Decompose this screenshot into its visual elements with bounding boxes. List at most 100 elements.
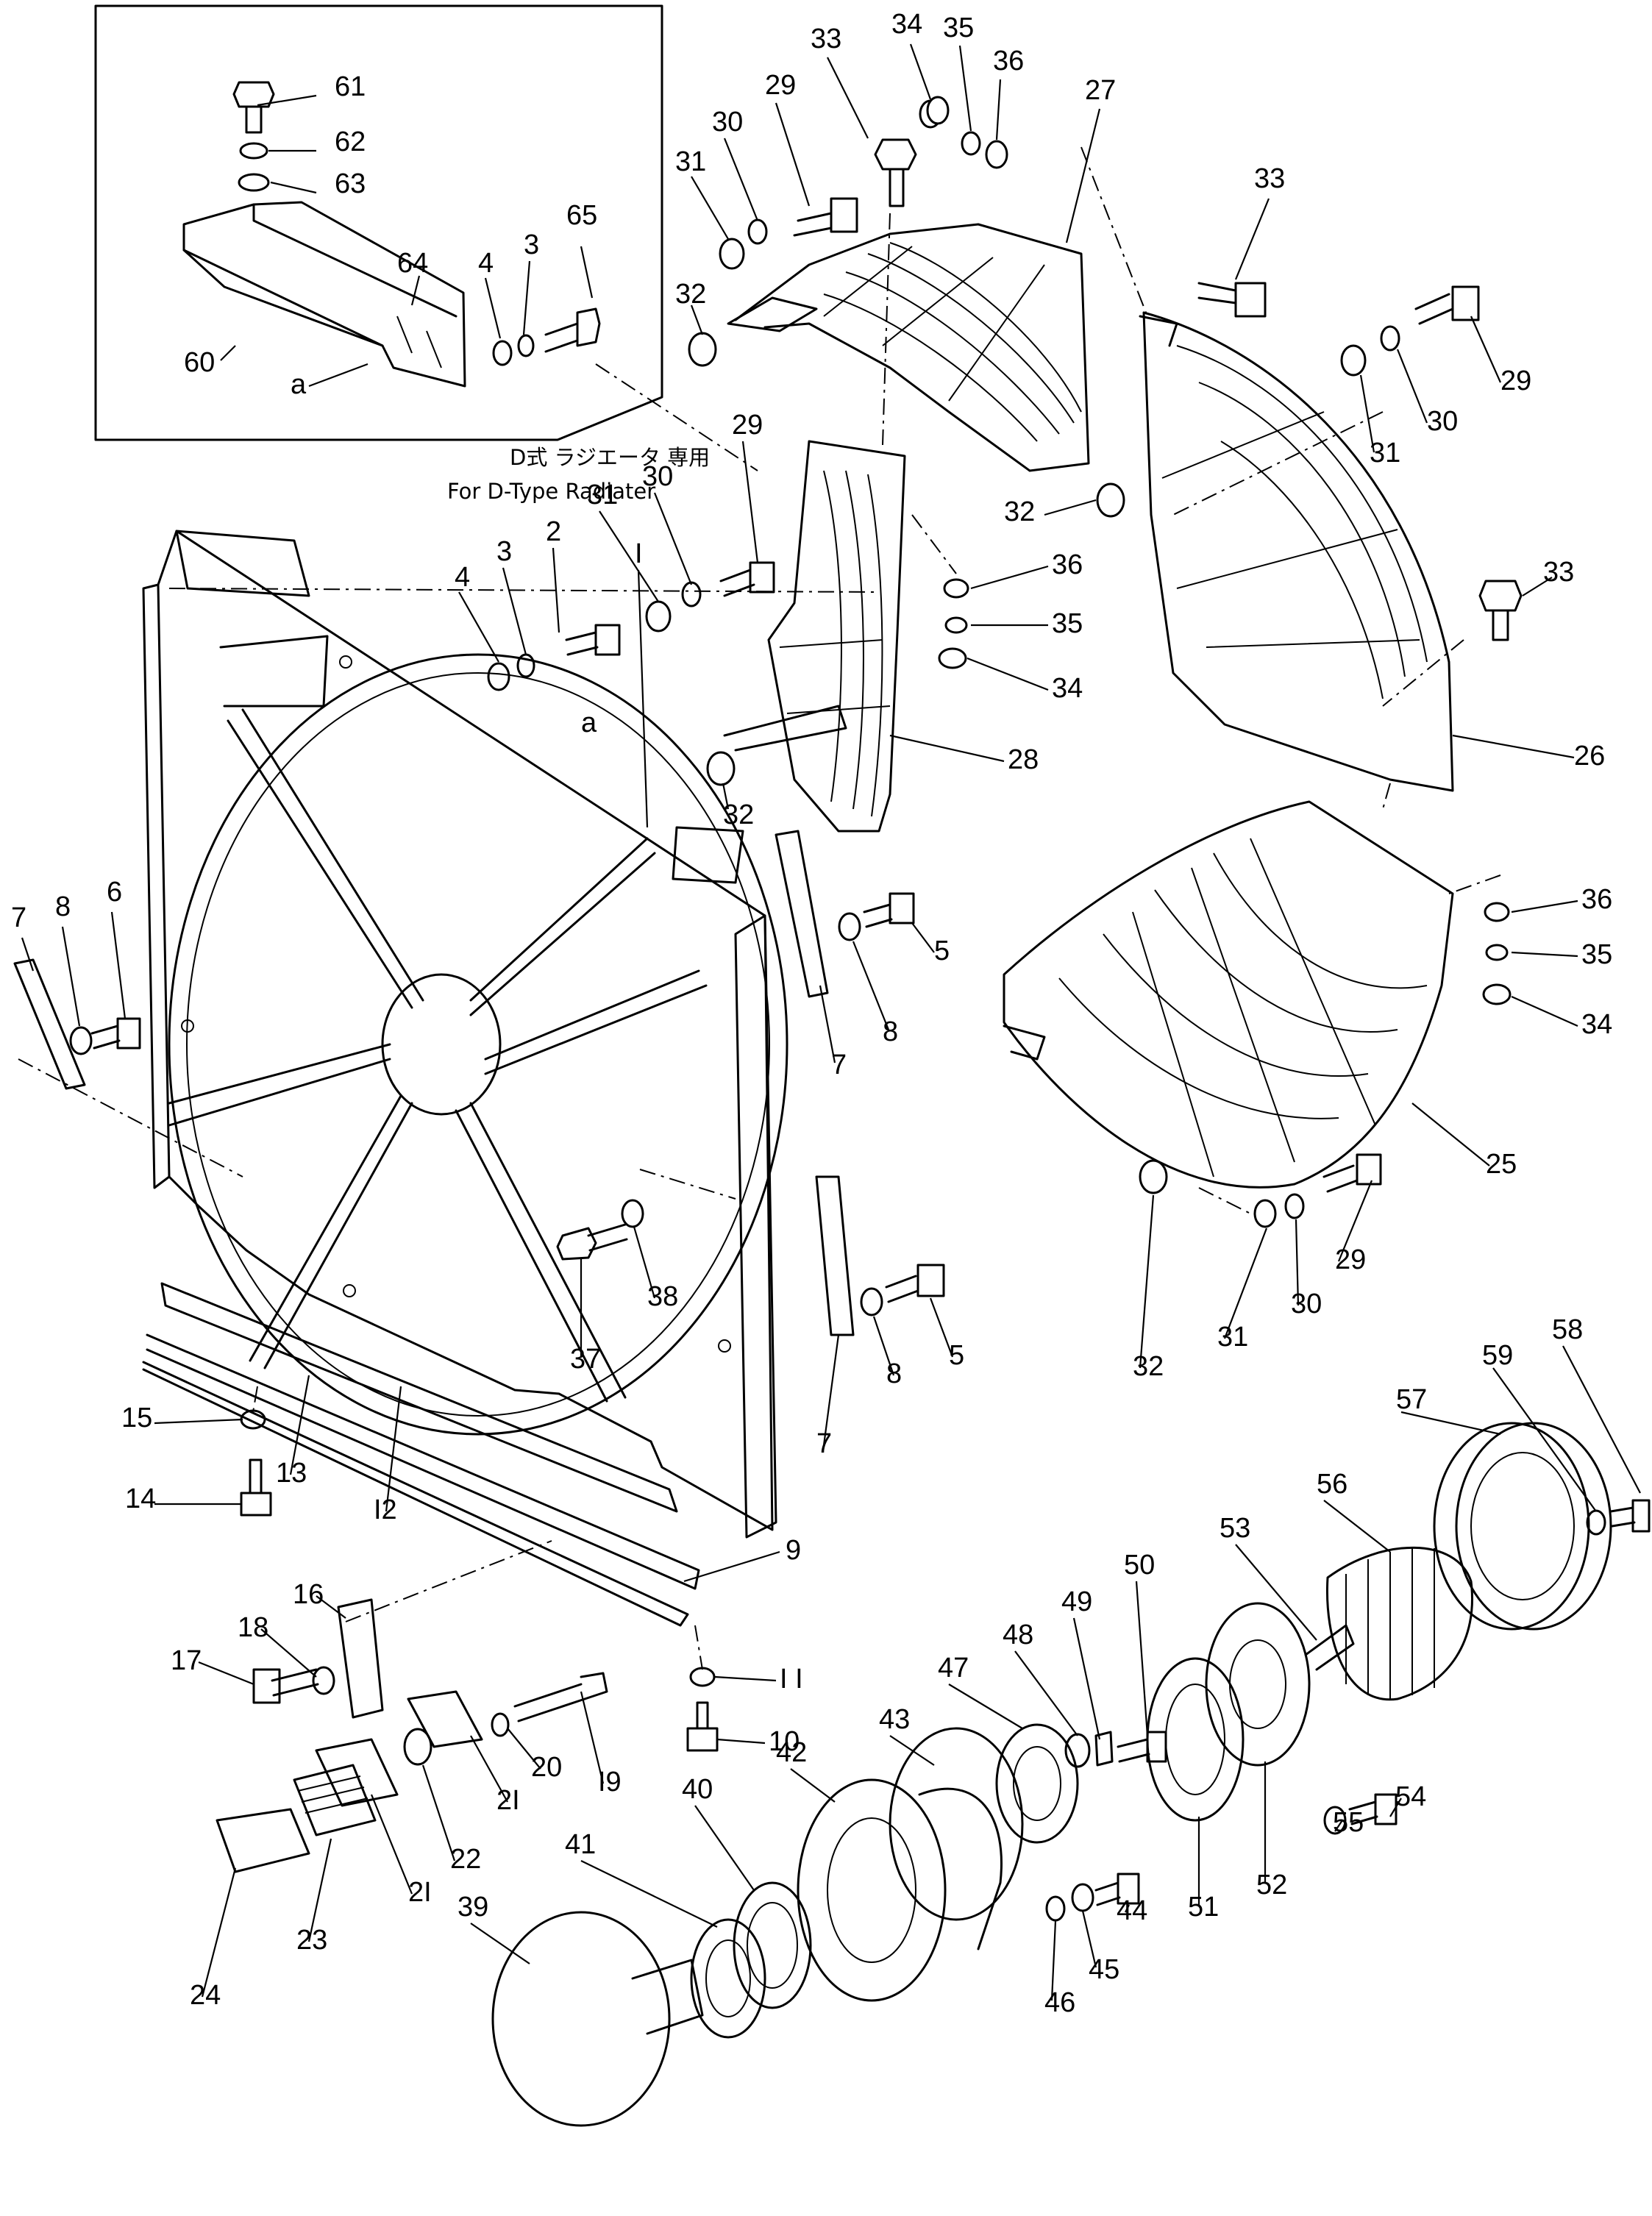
callout-c8a: 8 bbox=[55, 891, 71, 922]
callout-c19: I9 bbox=[598, 1767, 622, 1798]
fan-guard-26 bbox=[1139, 311, 1454, 792]
callout-c43: 43 bbox=[879, 1704, 910, 1735]
callout-c32d: 32 bbox=[1133, 1351, 1164, 1382]
fan-drive-assembly bbox=[491, 1422, 1651, 2127]
callout-c32b: 32 bbox=[1004, 496, 1035, 527]
callout-c28: 28 bbox=[1008, 744, 1039, 775]
fan-guard-25 bbox=[1003, 800, 1454, 1189]
callout-c34c: 34 bbox=[1581, 1009, 1612, 1040]
callout-c7a: 7 bbox=[11, 902, 26, 933]
callout-c49: 49 bbox=[1061, 1586, 1092, 1617]
callout-c11: I I bbox=[780, 1664, 803, 1695]
callout-c48: 48 bbox=[1003, 1620, 1033, 1650]
inset-note-en: For D-Type Radiater bbox=[447, 479, 655, 504]
callout-c4b: 4 bbox=[455, 562, 470, 593]
callout-c33a: 33 bbox=[811, 24, 841, 54]
callout-ca1: a bbox=[291, 369, 307, 400]
callout-c42: 42 bbox=[776, 1737, 807, 1768]
callout-c33c: 33 bbox=[1543, 557, 1574, 588]
callout-c47: 47 bbox=[938, 1653, 969, 1684]
callout-c31a: 31 bbox=[675, 146, 706, 177]
callout-c30d: 30 bbox=[1291, 1289, 1322, 1319]
inset-d-type-radiator: D式 ラジエータ 専用 For D-Type Radiater bbox=[94, 4, 710, 504]
callout-c21a: 2I bbox=[496, 1785, 520, 1816]
callout-cI1: I bbox=[635, 538, 643, 569]
callout-c8c: 8 bbox=[886, 1358, 902, 1389]
callout-c26: 26 bbox=[1574, 741, 1605, 772]
callout-c29a: 29 bbox=[765, 70, 796, 101]
callout-c31c: 31 bbox=[587, 480, 618, 510]
callout-c56: 56 bbox=[1317, 1469, 1347, 1500]
callout-c27: 27 bbox=[1085, 75, 1116, 106]
callout-c29d: 29 bbox=[1335, 1244, 1366, 1275]
callout-c35c: 35 bbox=[1581, 939, 1612, 970]
callout-c33b: 33 bbox=[1254, 163, 1285, 194]
callout-c7c: 7 bbox=[816, 1428, 832, 1459]
callout-c24: 24 bbox=[190, 1980, 221, 2011]
callout-c55: 55 bbox=[1333, 1807, 1364, 1838]
callout-c29c: 29 bbox=[732, 410, 763, 441]
callout-c54: 54 bbox=[1395, 1781, 1426, 1812]
callout-c30a: 30 bbox=[712, 107, 743, 138]
inset-note-jp: D式 ラジエータ 専用 bbox=[510, 445, 710, 470]
callout-c45: 45 bbox=[1089, 1954, 1119, 1985]
leader-lines bbox=[18, 43, 1641, 2001]
callout-c8b: 8 bbox=[883, 1016, 898, 1047]
callout-c25: 25 bbox=[1486, 1149, 1517, 1180]
callout-c22: 22 bbox=[450, 1844, 481, 1875]
callout-c3b: 3 bbox=[496, 536, 512, 567]
callout-c52: 52 bbox=[1256, 1870, 1287, 1900]
callout-c6: 6 bbox=[107, 877, 122, 908]
callout-c3a: 3 bbox=[524, 229, 539, 260]
callout-c16: 16 bbox=[293, 1579, 324, 1610]
callout-c65: 65 bbox=[566, 200, 597, 231]
callout-c5a: 5 bbox=[934, 936, 950, 966]
callout-c40: 40 bbox=[682, 1774, 713, 1805]
callout-c30b: 30 bbox=[1427, 406, 1458, 437]
callout-c20: 20 bbox=[531, 1752, 562, 1783]
callout-c14: 14 bbox=[125, 1483, 156, 1514]
callout-c2: 2 bbox=[546, 516, 561, 547]
callout-c63: 63 bbox=[335, 168, 366, 199]
callout-c32c: 32 bbox=[723, 799, 754, 830]
callout-c37: 37 bbox=[570, 1344, 601, 1375]
callout-c39: 39 bbox=[457, 1892, 488, 1923]
callout-c17: 17 bbox=[171, 1645, 202, 1676]
callout-c5b: 5 bbox=[949, 1340, 964, 1371]
callout-c9: 9 bbox=[786, 1535, 801, 1566]
callout-c44: 44 bbox=[1117, 1895, 1147, 1926]
callout-c41: 41 bbox=[565, 1829, 596, 1860]
callout-c32a: 32 bbox=[675, 279, 706, 310]
callout-c21b: 2I bbox=[408, 1877, 432, 1908]
fan-guard-28 bbox=[723, 440, 906, 833]
callout-c36b: 36 bbox=[1052, 549, 1083, 580]
callout-c59: 59 bbox=[1482, 1340, 1513, 1371]
callout-c34a: 34 bbox=[891, 9, 922, 40]
callout-c23: 23 bbox=[296, 1925, 327, 1956]
radiator-shroud bbox=[142, 530, 788, 1627]
callout-c50: 50 bbox=[1124, 1550, 1155, 1581]
callout-c36c: 36 bbox=[1581, 884, 1612, 915]
callout-c7b: 7 bbox=[831, 1050, 847, 1080]
callout-c57: 57 bbox=[1396, 1384, 1427, 1415]
callout-c53: 53 bbox=[1220, 1513, 1250, 1544]
callout-c29b: 29 bbox=[1500, 366, 1531, 396]
callout-c35a: 35 bbox=[943, 13, 974, 43]
callout-c58: 58 bbox=[1552, 1314, 1583, 1345]
callout-c36a: 36 bbox=[993, 46, 1024, 76]
callout-c60: 60 bbox=[184, 347, 215, 378]
callout-c18: 18 bbox=[238, 1612, 268, 1643]
callout-c64: 64 bbox=[397, 248, 428, 279]
callout-c38: 38 bbox=[647, 1281, 678, 1312]
callout-c46: 46 bbox=[1044, 1987, 1075, 2018]
callout-c10: 10 bbox=[769, 1726, 800, 1757]
hardware-small bbox=[13, 96, 1523, 1873]
callout-c13: 13 bbox=[276, 1458, 307, 1489]
callout-c15: 15 bbox=[121, 1403, 152, 1433]
callout-c4a: 4 bbox=[478, 248, 494, 279]
callout-c62: 62 bbox=[335, 127, 366, 157]
callout-c51: 51 bbox=[1188, 1892, 1219, 1923]
callout-c31d: 31 bbox=[1217, 1322, 1248, 1353]
